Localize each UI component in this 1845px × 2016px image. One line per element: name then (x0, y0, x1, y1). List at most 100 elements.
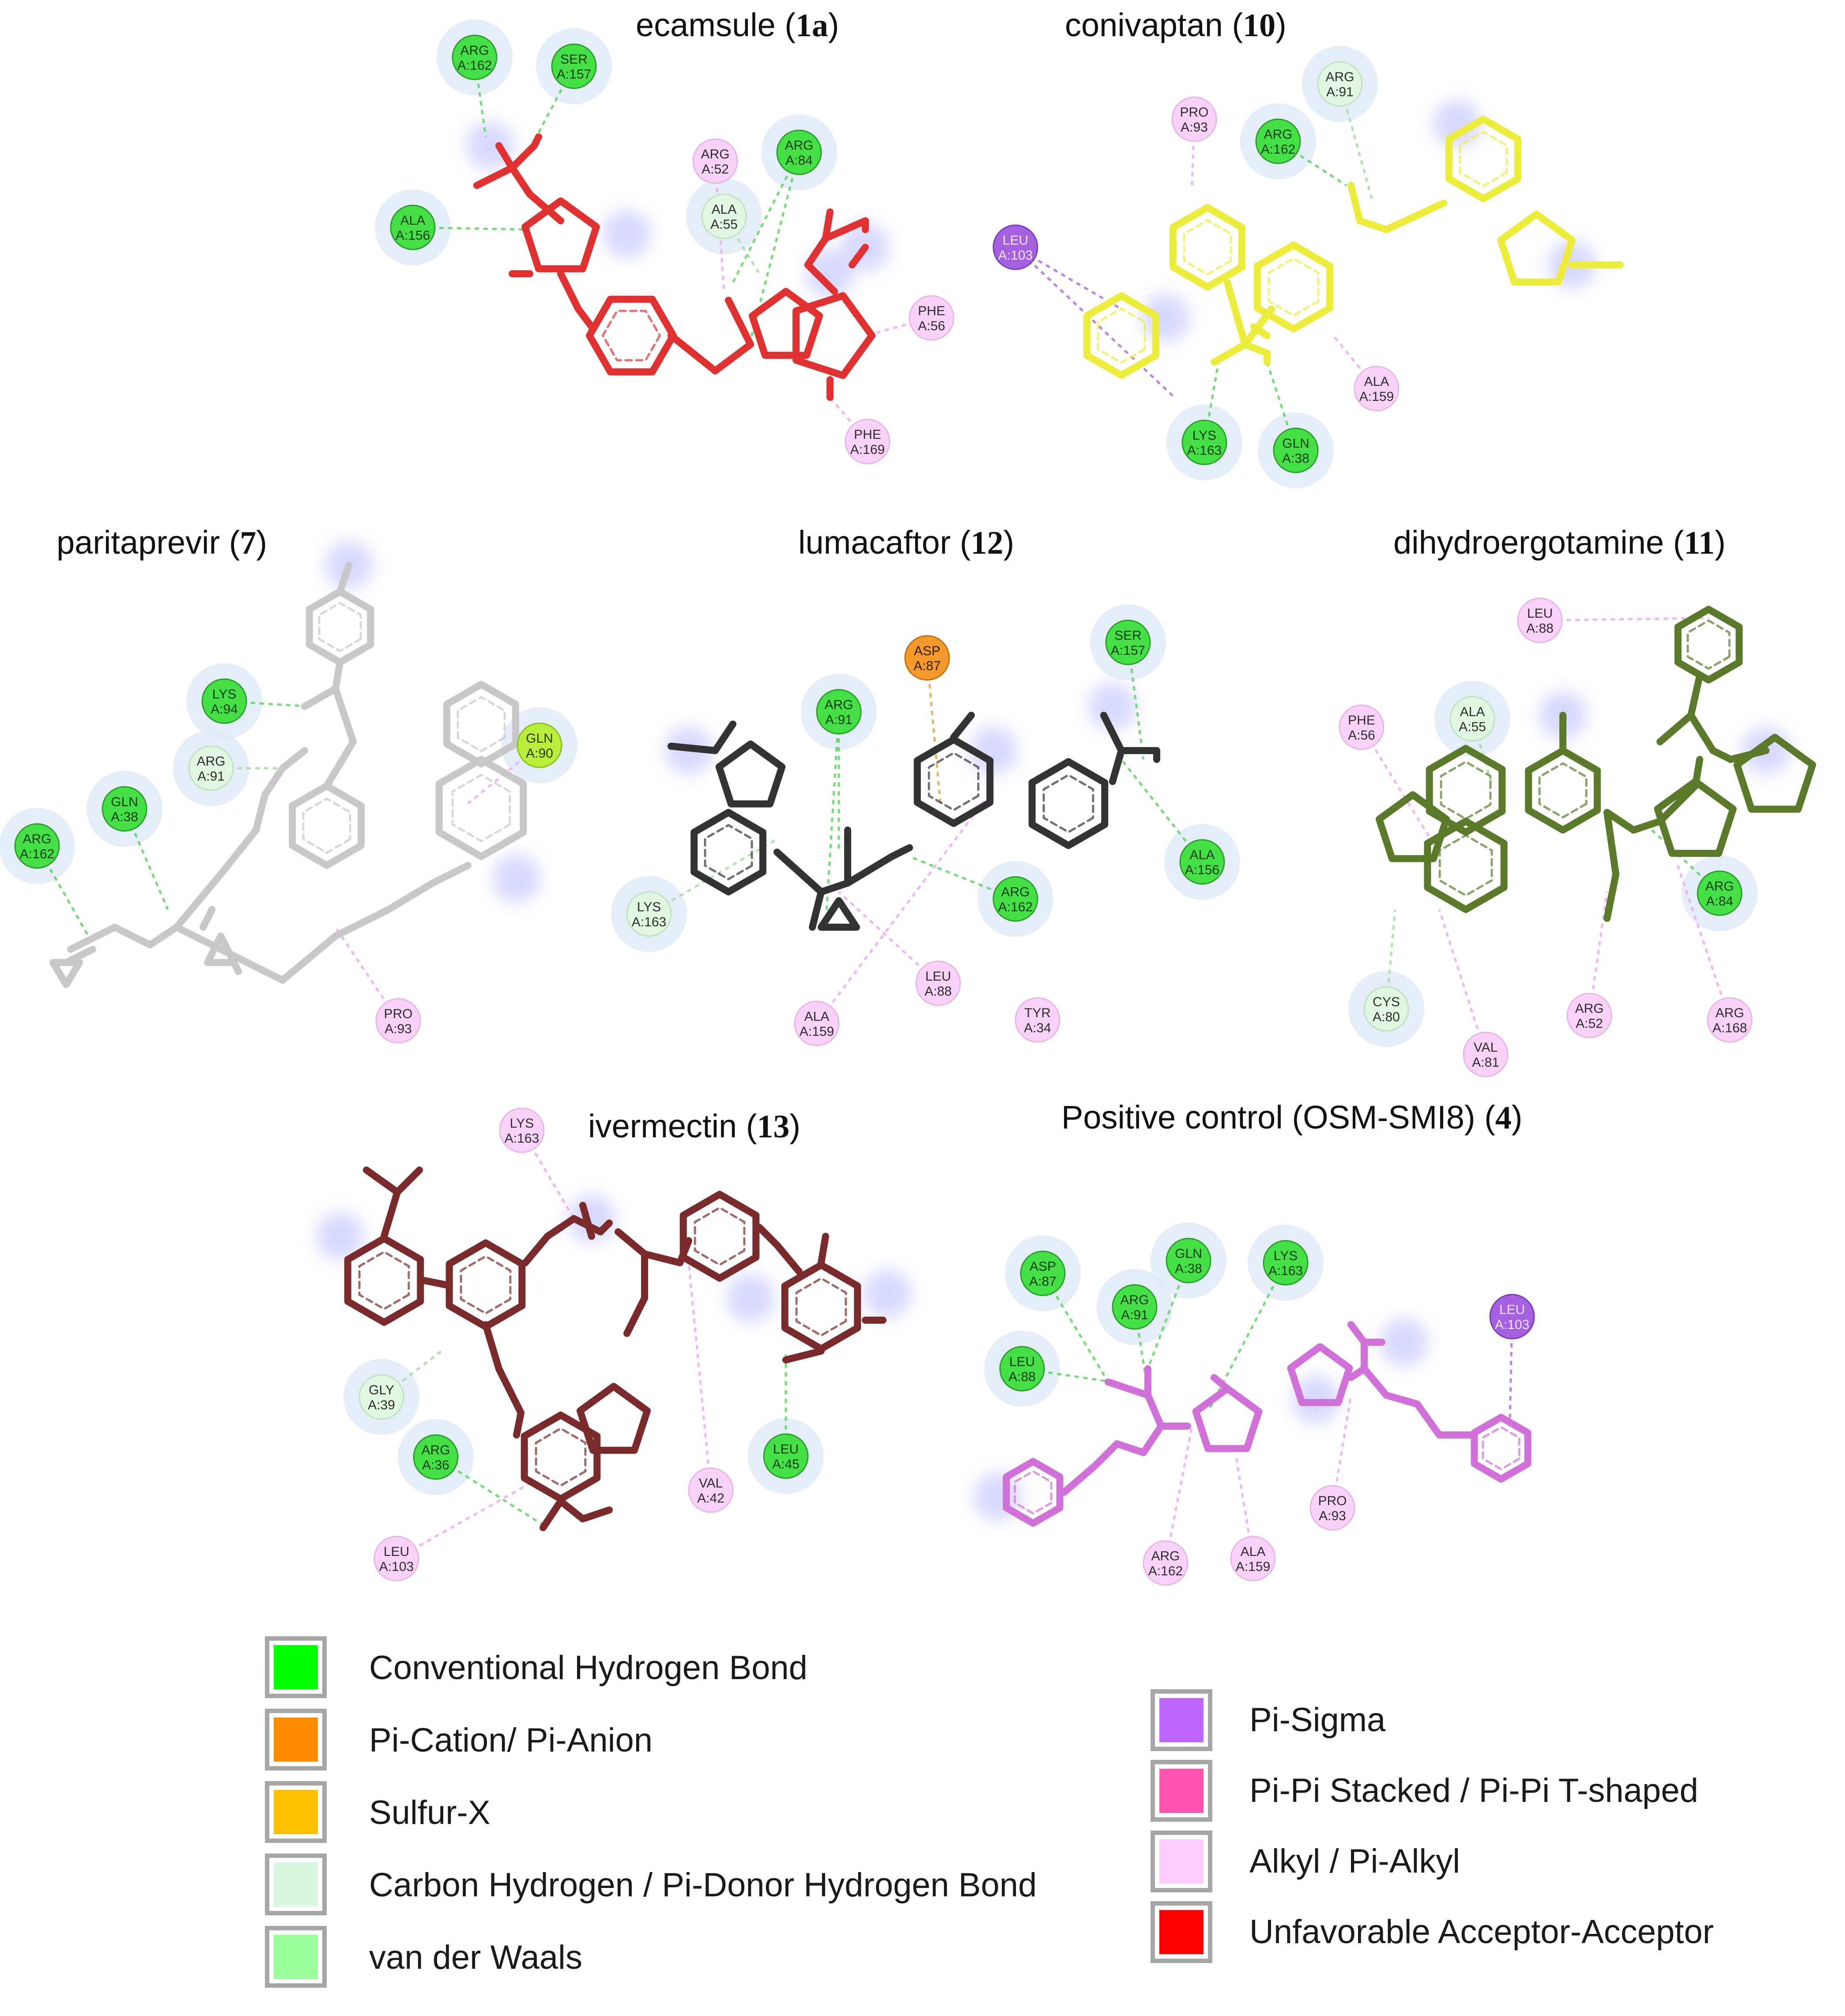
bond (279, 932, 339, 984)
aromatic-ring (1440, 760, 1492, 820)
bond (849, 244, 869, 268)
interaction-line (816, 794, 990, 1024)
residue-disc (188, 745, 234, 791)
ring-six (435, 756, 527, 860)
ring-three (204, 932, 238, 966)
residue-position: A:103 (1495, 1318, 1529, 1332)
residue-position: A:156 (1185, 863, 1219, 877)
residue-position: A:90 (526, 746, 553, 761)
bond (173, 924, 233, 957)
ring-three (49, 959, 83, 988)
bond (557, 1498, 586, 1522)
residue-disc (452, 34, 498, 80)
residue-disc (1263, 1240, 1309, 1286)
ring-six (443, 681, 519, 767)
ring-six (1445, 116, 1521, 202)
residue-type: ALA (400, 213, 426, 228)
residue-position: A:156 (396, 228, 430, 243)
residue-type: ARG (1325, 70, 1354, 84)
bond (1687, 712, 1717, 754)
residue-type: ALA (1364, 374, 1389, 389)
residue-disc (794, 1000, 840, 1046)
legend-swatch-fill (274, 1790, 318, 1834)
residue-disc (626, 891, 672, 937)
residue-position: A:88 (1526, 621, 1554, 636)
bond (1241, 341, 1271, 357)
interaction-line (926, 657, 942, 804)
bond (67, 937, 92, 953)
interaction-line (1266, 362, 1297, 451)
legend-swatch-van-der-waals (265, 1926, 327, 1988)
ring-six (690, 809, 766, 895)
bond (147, 924, 180, 948)
bond (1630, 818, 1664, 834)
bond (1727, 747, 1770, 763)
residue-type: PRO (1180, 105, 1208, 120)
residue-type: TYR (1024, 1006, 1051, 1020)
ring-six (679, 1191, 760, 1282)
atom-halo (806, 249, 854, 298)
bond (1140, 1423, 1165, 1456)
bond (1604, 809, 1637, 834)
ring-six (289, 782, 365, 869)
residue-position: A:34 (1024, 1021, 1051, 1035)
aromatic-ring (1042, 774, 1094, 834)
residue-position: A:162 (20, 847, 54, 861)
interaction-line (1015, 246, 1175, 398)
legend-label: Unfavorable Acceptor-Acceptor (1249, 1913, 1714, 1951)
residue-position: A:52 (1576, 1016, 1603, 1031)
aromatic-ring (1459, 131, 1508, 187)
residue-type: LEU (1009, 1355, 1035, 1369)
residue-position: A:88 (1008, 1370, 1036, 1384)
bond (85, 924, 118, 944)
bond (615, 1228, 648, 1257)
residue-type: ARG (1264, 127, 1292, 142)
residue-position: A:162 (1261, 142, 1295, 157)
residue-position: A:163 (1268, 1264, 1303, 1278)
legend-label: Sulfur-X (369, 1794, 490, 1831)
compound-name: Positive control (OSM-SMI8) (1061, 1099, 1475, 1136)
legend-swatch-pi-sigma (1151, 1689, 1212, 1751)
residue-position: A:91 (1326, 85, 1354, 99)
residue-type: GLY (369, 1383, 394, 1397)
aromatic-ring (704, 824, 753, 880)
bond (725, 297, 754, 348)
bond (531, 133, 542, 149)
residue-position: A:94 (211, 702, 238, 717)
aromatic-ring (302, 797, 351, 854)
bond (323, 738, 357, 789)
bond (804, 235, 829, 268)
bond (557, 270, 582, 313)
residue-type: SER (1114, 628, 1142, 643)
compound-name: paritaprevir (57, 524, 220, 561)
residue-position: A:157 (557, 67, 591, 82)
residue-type: ALA (1241, 1544, 1266, 1559)
residue-disc (1171, 96, 1217, 142)
ring-three (818, 897, 860, 931)
bond (1656, 782, 1699, 825)
residue-position: A:163 (632, 915, 666, 929)
compound-number: 13 (757, 1109, 790, 1145)
compound-number: 4 (1495, 1100, 1512, 1136)
bond (1414, 1401, 1443, 1438)
atom-halo (1141, 294, 1190, 342)
compound-number: 7 (240, 525, 257, 561)
ring-six (913, 736, 994, 827)
residue-disc (992, 876, 1038, 922)
residue-type: ALA (804, 1009, 830, 1024)
bond (1347, 182, 1363, 224)
bond (804, 261, 838, 295)
residue-type: PRO (384, 1007, 412, 1021)
